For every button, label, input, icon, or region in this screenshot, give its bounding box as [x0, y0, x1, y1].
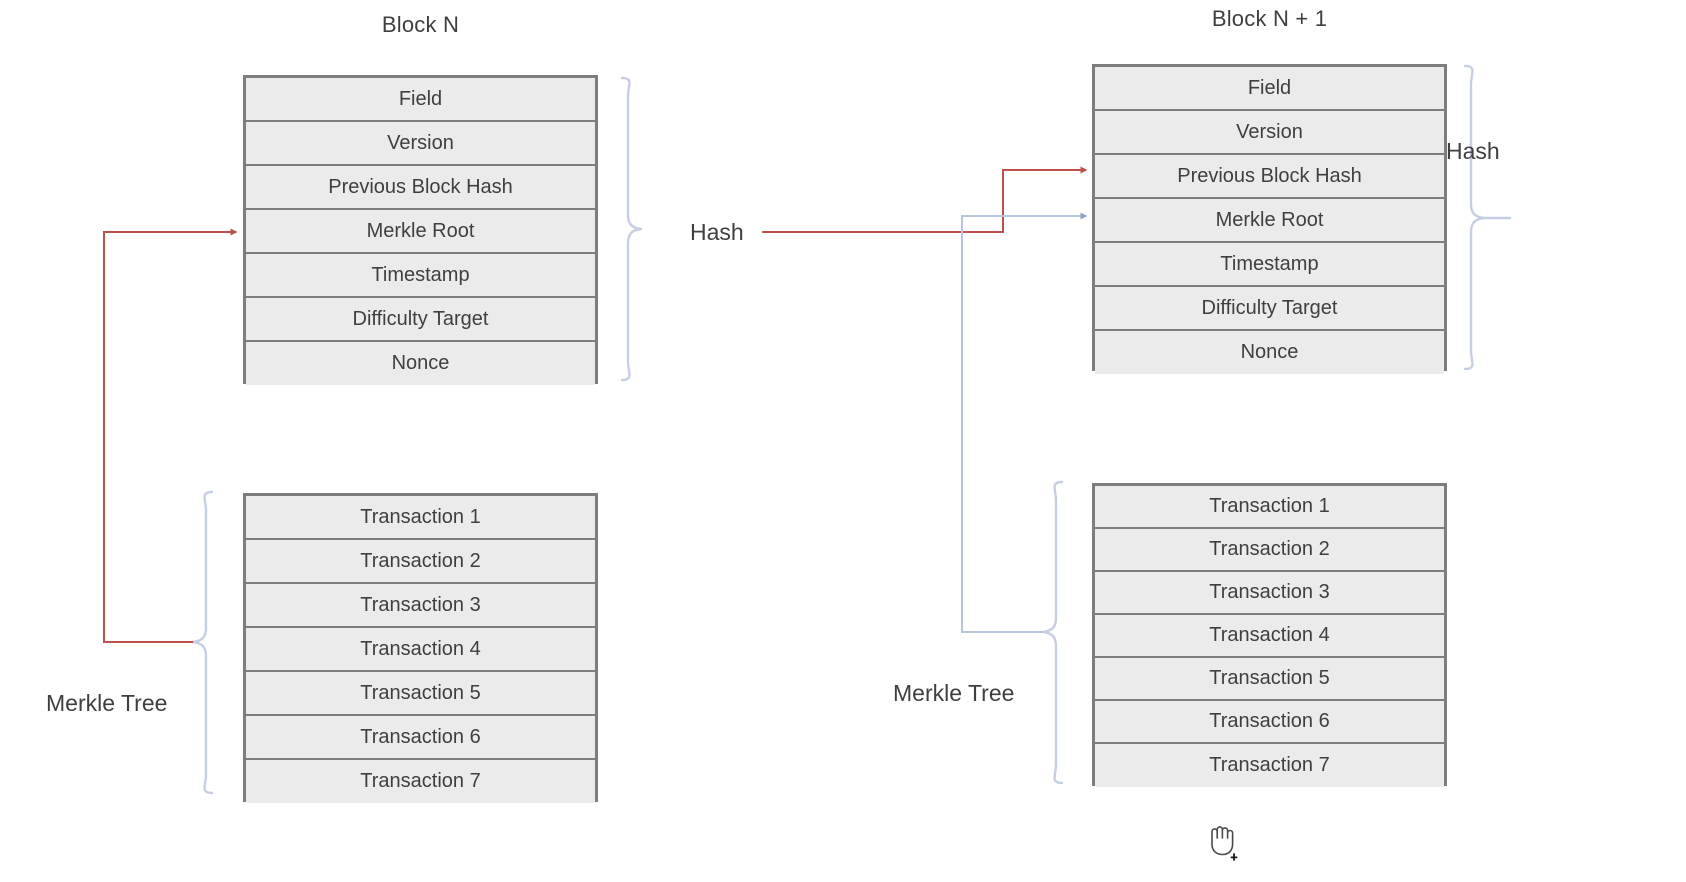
table-row[interactable]: Transaction 7	[1095, 744, 1444, 787]
table-row[interactable]: Previous Block Hash	[1095, 155, 1444, 199]
table-row[interactable]: Field	[1095, 67, 1444, 111]
merkle-tree-label-left: Merkle Tree	[46, 690, 168, 716]
table-row[interactable]: Difficulty Target	[246, 298, 595, 342]
block-n-plus-1-header-table: Field Version Previous Block Hash Merkle…	[1092, 64, 1447, 374]
merkle-root-connector-right	[961, 212, 1088, 633]
table-row[interactable]: Transaction 2	[1095, 529, 1444, 572]
merkle-brace-right	[1041, 480, 1064, 785]
table-row[interactable]: Transaction 3	[246, 584, 595, 628]
table-row[interactable]: Timestamp	[246, 254, 595, 298]
table-row[interactable]: Transaction 6	[1095, 701, 1444, 744]
hash-brace-left	[620, 76, 643, 382]
table-row[interactable]: Transaction 1	[246, 496, 595, 540]
grab-hand-cursor	[1203, 818, 1243, 862]
block-n-header-table: Field Version Previous Block Hash Merkle…	[243, 75, 598, 385]
block-n-plus-1-title: Block N + 1	[1211, 6, 1328, 31]
table-row[interactable]: Transaction 6	[246, 716, 595, 760]
merkle-root-connector-left	[103, 228, 238, 643]
table-row[interactable]: Merkle Root	[246, 210, 595, 254]
merkle-tree-label-right: Merkle Tree	[893, 680, 1015, 706]
table-row[interactable]: Transaction 7	[246, 760, 595, 803]
prev-block-hash-connector	[762, 166, 1088, 233]
hash-brace-right	[1463, 64, 1512, 371]
table-row[interactable]: Previous Block Hash	[246, 166, 595, 210]
table-row[interactable]: Version	[246, 122, 595, 166]
table-row[interactable]: Merkle Root	[1095, 199, 1444, 243]
merkle-brace-left	[191, 490, 214, 795]
table-row[interactable]: Timestamp	[1095, 243, 1444, 287]
table-row[interactable]: Transaction 5	[1095, 658, 1444, 701]
table-row[interactable]: Field	[246, 78, 595, 122]
table-row[interactable]: Transaction 5	[246, 672, 595, 716]
table-row[interactable]: Transaction 1	[1095, 486, 1444, 529]
table-row[interactable]: Difficulty Target	[1095, 287, 1444, 331]
hash-label-left: Hash	[690, 219, 744, 245]
table-row[interactable]: Transaction 4	[246, 628, 595, 672]
block-n-title: Block N	[381, 12, 460, 37]
block-n-plus-1-transaction-table: Transaction 1 Transaction 2 Transaction …	[1092, 483, 1447, 787]
table-row[interactable]: Transaction 3	[1095, 572, 1444, 615]
block-n-transaction-table: Transaction 1 Transaction 2 Transaction …	[243, 493, 598, 803]
table-row[interactable]: Transaction 4	[1095, 615, 1444, 658]
table-row[interactable]: Nonce	[1095, 331, 1444, 374]
table-row[interactable]: Version	[1095, 111, 1444, 155]
table-row[interactable]: Transaction 2	[246, 540, 595, 584]
hash-label-right: Hash	[1446, 138, 1500, 164]
table-row[interactable]: Nonce	[246, 342, 595, 385]
